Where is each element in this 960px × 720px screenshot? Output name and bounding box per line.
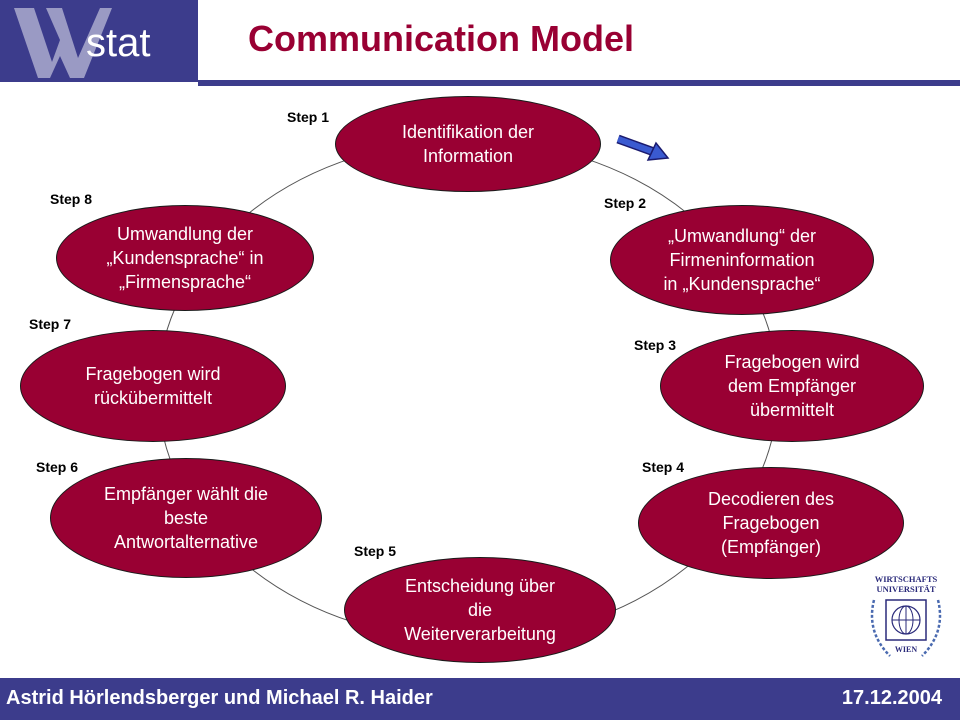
wstat-logo: stat (0, 0, 198, 82)
step-1-node: Identifikation der Information (335, 96, 601, 192)
direction-arrow (616, 134, 670, 161)
step-2-node: „Umwandlung“ der Firmeninformation in „K… (610, 205, 874, 315)
step-7-label: Step 7 (29, 316, 72, 332)
university-logo: WIRTSCHAFTS UNIVERSITÄT WIEN (870, 574, 942, 657)
page-title: Communication Model (248, 18, 634, 59)
step-7-node: Fragebogen wird rückübermittelt (20, 330, 286, 442)
step-6-node: Empfänger wählt die beste Antwortalterna… (50, 458, 322, 578)
footer-authors: Astrid Hörlendsberger und Michael R. Hai… (6, 687, 433, 709)
footer-bar: Astrid Hörlendsberger und Michael R. Hai… (0, 678, 960, 720)
step-4-label: Step 4 (642, 459, 685, 475)
university-logo-top-line2: UNIVERSITÄT (876, 584, 935, 594)
step-2-label: Step 2 (604, 195, 647, 211)
university-logo-top-line1: WIRTSCHAFTS (875, 574, 938, 584)
logo-text: stat (86, 21, 150, 65)
step-6-label: Step 6 (36, 459, 79, 475)
step-8-label: Step 8 (50, 191, 93, 207)
step-1-label: Step 1 (287, 109, 330, 125)
step-4-node: Decodieren des Fragebogen (Empfänger) (638, 467, 904, 579)
wstat-logo-mark: stat (14, 8, 150, 78)
university-logo-bottom: WIEN (895, 645, 917, 654)
footer-date: 17.12.2004 (841, 687, 942, 709)
step-3-label: Step 3 (634, 337, 677, 353)
title-divider (198, 80, 960, 86)
step-5-label: Step 5 (354, 543, 397, 559)
step-8-node: Umwandlung der „Kundensprache“ in „Firme… (56, 205, 314, 311)
step-3-node: Fragebogen wird dem Empfänger übermittel… (660, 330, 924, 442)
step-5-node: Entscheidung über die Weiterverarbeitung (344, 557, 616, 663)
